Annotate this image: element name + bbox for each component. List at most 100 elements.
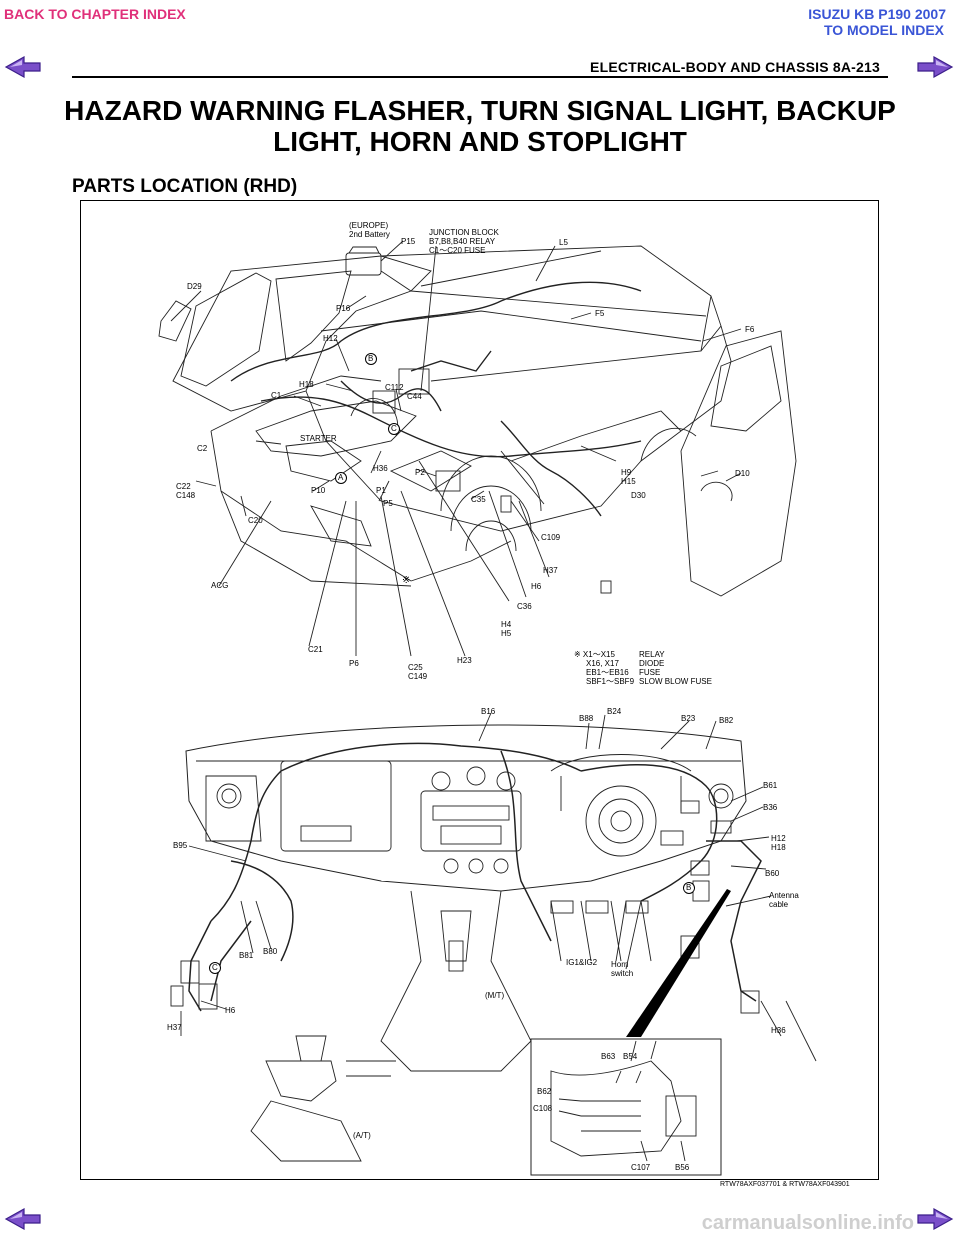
label-c148: C148: [176, 491, 196, 500]
label-b81: B81: [239, 951, 254, 960]
label-h15: H15: [621, 477, 636, 486]
label-junction-relay: B7,B8,B40 RELAY: [429, 237, 496, 246]
figure-reference-code: RTW78AXF037701 & RTW78AXF043901: [720, 1181, 850, 1188]
legend-code-4: SBF1～SBF9: [586, 677, 635, 686]
label-c35: C35: [471, 495, 486, 504]
label-at: (A/T): [353, 1131, 371, 1140]
label-b60: B60: [765, 869, 780, 878]
label-b62: B62: [537, 1087, 552, 1096]
label-b24: B24: [607, 707, 622, 716]
label-b88: B88: [579, 714, 594, 723]
label-h36-lower: H36: [771, 1026, 786, 1035]
label-b16: B16: [481, 707, 496, 716]
label-p6: P6: [349, 659, 359, 668]
label-h12-lower: H12: [771, 834, 786, 843]
label-junction-block: JUNCTION BLOCK: [429, 228, 499, 237]
label-c112: C112: [385, 383, 404, 392]
page-subtitle: PARTS LOCATION (RHD): [72, 176, 298, 197]
page-title-line2: LIGHT, HORN AND STOPLIGHT: [273, 126, 687, 157]
label-b63: B63: [601, 1052, 616, 1061]
label-c2: C2: [197, 444, 208, 453]
label-cable: cable: [769, 900, 789, 909]
label-h18-upper: H18: [299, 380, 314, 389]
label-horn: Horn: [611, 960, 629, 969]
label-p16: P16: [336, 304, 351, 313]
label-p10: P10: [311, 486, 326, 495]
vehicle-illustration: [158, 240, 817, 1176]
label-ig1-ig2: IG1&IG2: [566, 958, 598, 967]
label-c107: C107: [631, 1163, 651, 1172]
marker-b-lower: B: [686, 883, 692, 892]
parts-location-figure: A B C B C (EUROPE) 2nd Battery P15 JUNCT…: [80, 200, 879, 1180]
label-b56: B56: [675, 1163, 690, 1172]
label-h36-upper: H36: [373, 464, 388, 473]
label-c149: C149: [408, 672, 428, 681]
label-b80: B80: [263, 947, 278, 956]
label-p1: P1: [376, 486, 386, 495]
legend-code-3: EB1～EB16: [586, 668, 629, 677]
prev-page-arrow-bottom-icon[interactable]: [4, 1208, 42, 1230]
label-junction-fuse: C1～C20 FUSE: [429, 246, 486, 255]
model-title-link[interactable]: ISUZU KB P190 2007: [808, 6, 946, 22]
label-antenna: Antenna: [769, 891, 799, 900]
label-c22: C22: [176, 482, 191, 491]
section-header: ELECTRICAL-BODY AND CHASSIS 8A-213: [590, 59, 880, 75]
label-mt: (M/T): [485, 991, 505, 1000]
back-to-chapter-link[interactable]: BACK TO CHAPTER INDEX: [4, 6, 186, 22]
marker-c-upper: C: [391, 424, 397, 433]
label-d30: D30: [631, 491, 646, 500]
label-h12-upper: H12: [323, 334, 338, 343]
legend-desc-1: RELAY: [639, 650, 665, 659]
header-divider: [72, 76, 888, 78]
page-title-line1: HAZARD WARNING FLASHER, TURN SIGNAL LIGH…: [64, 95, 896, 126]
label-p5: P5: [383, 499, 393, 508]
label-h37-lower: H37: [167, 1023, 182, 1032]
label-h4: H4: [501, 620, 512, 629]
label-c21: C21: [308, 645, 323, 654]
label-starter: STARTER: [300, 434, 337, 443]
label-h9: H9: [621, 468, 632, 477]
label-h6-lower: H6: [225, 1006, 236, 1015]
label-f5: F5: [595, 309, 605, 318]
label-2nd-battery: 2nd Battery: [349, 230, 390, 239]
to-model-index-link[interactable]: TO MODEL INDEX: [823, 22, 944, 38]
label-c108: C108: [533, 1104, 553, 1113]
label-c25: C25: [408, 663, 423, 672]
marker-b-upper: B: [368, 354, 374, 363]
label-d10: D10: [735, 469, 750, 478]
legend-desc-4: SLOW BLOW FUSE: [639, 677, 712, 686]
label-b61: B61: [763, 781, 778, 790]
label-c44: C44: [407, 392, 422, 401]
label-horn-switch: switch: [611, 969, 634, 978]
prev-page-arrow-icon[interactable]: [4, 56, 42, 78]
label-europe: (EUROPE): [349, 221, 389, 230]
label-h6-upper: H6: [531, 582, 542, 591]
marker-c-lower: C: [212, 963, 218, 972]
label-b54: B54: [623, 1052, 638, 1061]
marker-a: A: [338, 473, 344, 482]
label-f6: F6: [745, 325, 755, 334]
label-p15: P15: [401, 237, 416, 246]
label-kome-mark: ※: [402, 575, 411, 586]
label-d29: D29: [187, 282, 202, 291]
next-page-arrow-bottom-icon[interactable]: [916, 1208, 954, 1230]
label-b23: B23: [681, 714, 696, 723]
watermark-text: carmanualsonline.info: [701, 1212, 914, 1234]
label-p2: P2: [415, 468, 425, 477]
label-c109: C109: [541, 533, 561, 542]
label-c36: C36: [517, 602, 532, 611]
label-c1: C1: [271, 391, 282, 400]
page-title: HAZARD WARNING FLASHER, TURN SIGNAL LIGH…: [60, 95, 900, 157]
legend-code-2: X16, X17: [586, 659, 619, 668]
label-b82: B82: [719, 716, 734, 725]
label-acg: ACG: [211, 581, 229, 590]
next-page-arrow-icon[interactable]: [916, 56, 954, 78]
legend-code-1: ※ X1～X15: [574, 650, 615, 659]
legend-desc-2: DIODE: [639, 659, 665, 668]
label-b95: B95: [173, 841, 188, 850]
label-b36: B36: [763, 803, 778, 812]
label-h37-upper: H37: [543, 566, 558, 575]
label-h18-lower: H18: [771, 843, 786, 852]
label-c20: C20: [248, 516, 263, 525]
label-h23: H23: [457, 656, 472, 665]
